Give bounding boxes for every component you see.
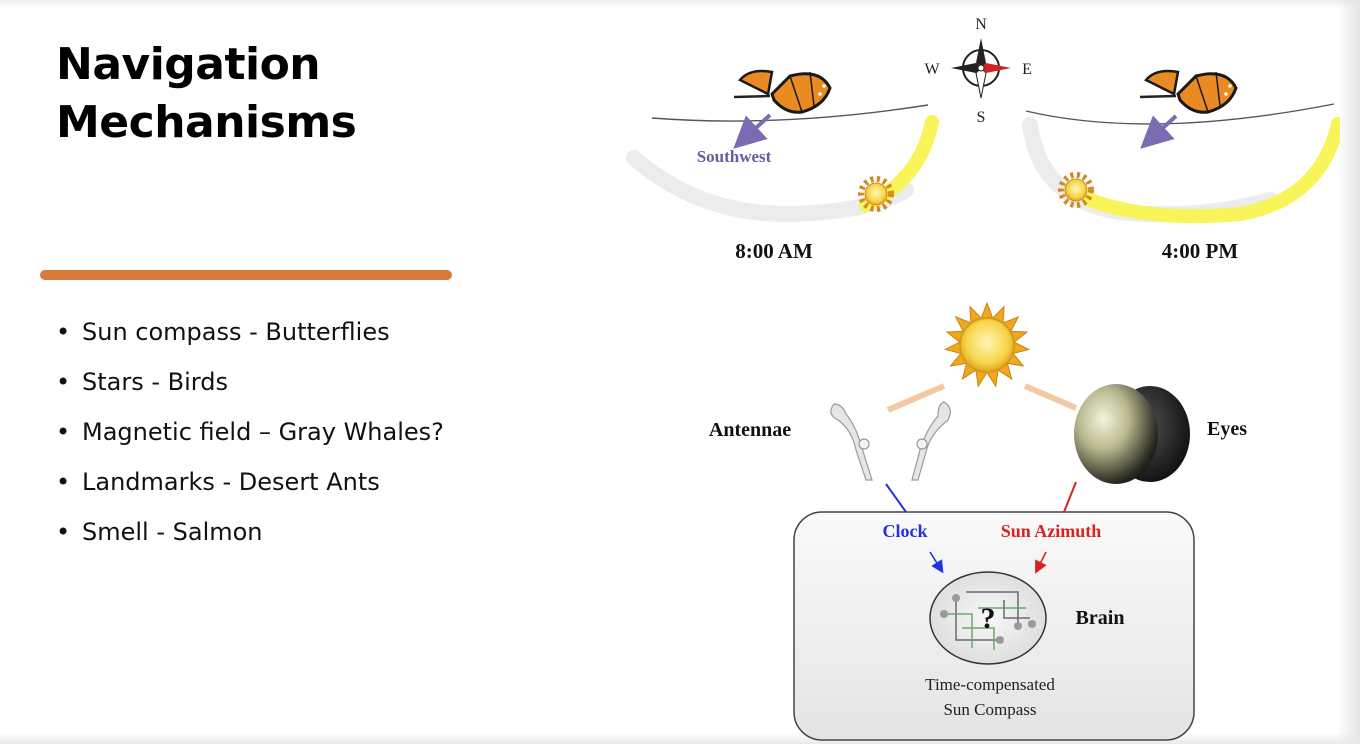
compass-caption-line-2: Sun Compass [943,700,1036,719]
bullet-dot-icon: • [56,418,71,446]
big-sun-icon [943,301,1031,388]
bullet-text: Landmarks - Desert Ants [82,468,380,496]
azimuth-line [1063,481,1077,513]
bullet-item: • Sun compass - Butterflies [56,312,444,362]
title-line-1: Navigation [56,39,321,90]
figure-svg: Southwest 8:00 AM [626,16,1345,741]
compass-rose-icon [951,38,1011,99]
sun-icon [1058,172,1094,208]
antennae-icon [830,401,951,481]
morning-panel: Southwest 8:00 AM [626,69,939,263]
bullet-text: Sun compass - Butterflies [82,318,390,346]
direction-label: Southwest [697,147,772,166]
eyes-icon [1074,384,1190,484]
bullet-dot-icon: • [56,318,71,346]
bullet-dot-icon: • [56,368,71,396]
time-label-morning: 8:00 AM [735,239,813,263]
afternoon-panel: 4:00 PM [1022,69,1345,263]
bullet-item: • Smell - Salmon [56,512,444,562]
question-mark: ? [981,602,996,635]
clock-label: Clock [883,521,928,541]
bullet-item: • Stars - Birds [56,362,444,412]
sun-ray-to-eyes [1023,383,1078,411]
bullet-item: • Magnetic field – Gray Whales? [56,412,444,462]
compass-north: N [975,16,987,33]
sun-path-daylight [1083,117,1345,224]
azimuth-arrow-icon [1035,551,1047,574]
bullet-dot-icon: • [56,468,71,496]
compass-west: W [924,61,940,78]
horizon-line [1025,103,1335,125]
slide-title: Navigation Mechanisms [56,36,357,152]
compass-south: S [977,109,986,126]
compass-east: E [1022,61,1032,78]
clock-arrow-icon [929,551,944,574]
bullet-item: • Landmarks - Desert Ants [56,462,444,512]
horizon-line [651,104,929,122]
brain-circuit-icon [929,571,1047,665]
butterfly-icon [733,69,832,114]
butterfly-icon [1139,69,1238,114]
antennae-label: Antennae [709,419,791,441]
bullet-text: Smell - Salmon [82,518,263,546]
sun-compass-figure: Southwest 8:00 AM [620,0,1345,744]
brain-label: Brain [1076,607,1125,629]
sun-icon [858,176,894,212]
bullet-text: Stars - Birds [82,368,228,396]
title-line-2: Mechanisms [56,97,357,148]
eyes-label: Eyes [1207,418,1247,440]
bullet-text: Magnetic field – Gray Whales? [82,418,444,446]
direction-arrow-icon [733,113,772,149]
clock-line [885,483,907,513]
direction-arrow-icon [1140,114,1178,149]
sun-ray-to-antennae [886,383,946,413]
bullet-list: • Sun compass - Butterflies • Stars - Bird… [56,312,444,562]
compass-caption-line-1: Time-compensated [925,675,1055,694]
bullet-dot-icon: • [56,518,71,546]
sun-azimuth-label: Sun Azimuth [1001,521,1102,541]
accent-bar [40,270,452,280]
time-label-afternoon: 4:00 PM [1162,239,1239,263]
